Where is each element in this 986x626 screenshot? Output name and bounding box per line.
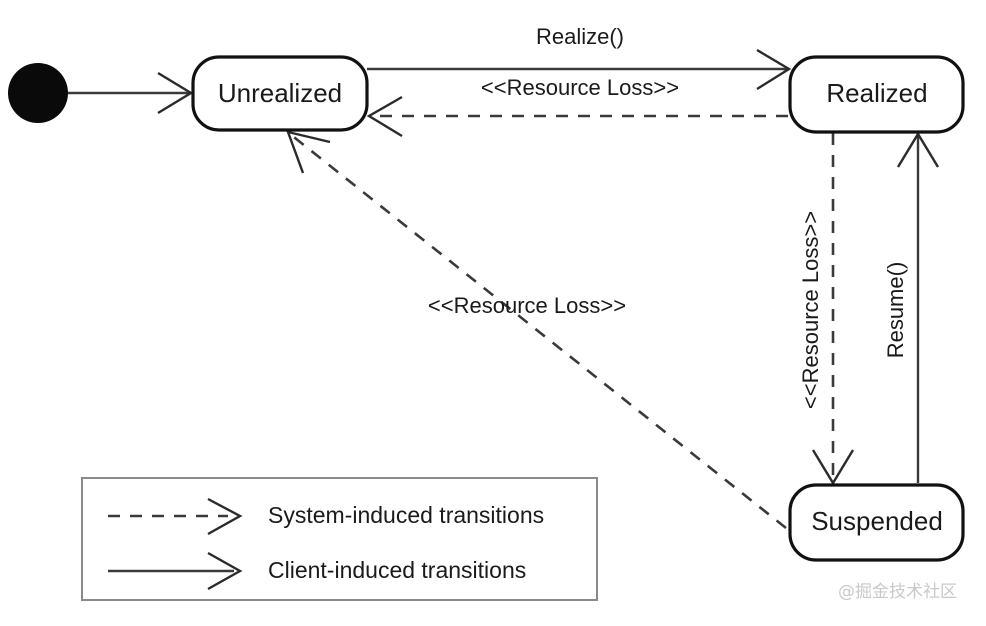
transition-label-resource-loss-top: <<Resource Loss>> (481, 75, 679, 100)
state-label-unrealized: Unrealized (218, 78, 342, 108)
watermark-text: @掘金技术社区 (838, 582, 957, 602)
transition-realized-to-suspended: <<Resource Loss>> (798, 133, 855, 486)
transition-label-resource-loss-diagonal: <<Resource Loss>> (428, 293, 626, 318)
transition-line (289, 132, 787, 530)
arrowhead-open (286, 130, 331, 174)
state-label-realized: Realized (826, 78, 927, 108)
legend-label-system-induced: System-induced transitions (268, 502, 544, 528)
transition-label-resume: Resume() (883, 262, 908, 359)
legend-entry-system-induced: System-induced transitions (108, 497, 544, 536)
transition-suspended-to-unrealized: <<Resource Loss>> (286, 130, 787, 530)
transition-realized-to-unrealized: <<Resource Loss>> (366, 75, 788, 138)
transition-suspended-to-realized: Resume() (883, 131, 940, 483)
state-box (788, 483, 965, 562)
arrowhead-open (157, 71, 194, 115)
transition-label-resource-loss-vertical: <<Resource Loss>> (798, 211, 823, 409)
transition-label-realize: Realize() (536, 24, 624, 49)
state-box (788, 55, 965, 134)
arrowhead-open (366, 95, 403, 138)
state-box (191, 55, 369, 132)
arrowhead-open (756, 48, 792, 91)
arrowhead-open (207, 551, 243, 591)
legend-entry-client-induced: Client-induced transitions (108, 551, 526, 591)
initial-state-node (8, 63, 68, 123)
arrowhead-open (207, 497, 243, 536)
legend-label-client-induced: Client-induced transitions (268, 557, 526, 583)
arrowhead-open (896, 131, 940, 168)
legend-frame (81, 477, 598, 601)
arrowhead-open (811, 449, 855, 486)
legend: System-induced transitions Client-induce… (81, 477, 598, 601)
state-unrealized[interactable]: Unrealized (191, 55, 369, 132)
state-suspended[interactable]: Suspended (788, 483, 965, 562)
state-label-suspended: Suspended (811, 506, 943, 536)
transition-unrealized-to-realized: Realize() (367, 24, 792, 91)
state-realized[interactable]: Realized (788, 55, 965, 134)
transition-start-to-unrealized (68, 71, 194, 115)
